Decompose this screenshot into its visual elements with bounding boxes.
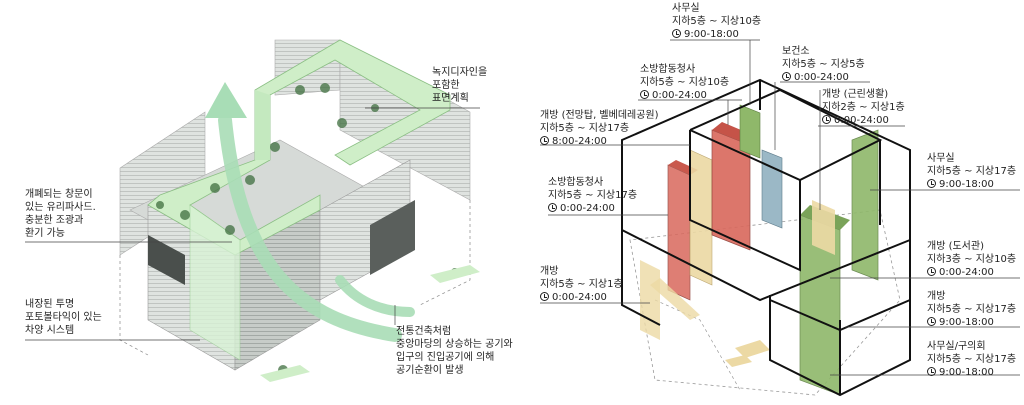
clock-icon	[548, 203, 557, 212]
label-air-circulation: 전통건축처럼 중앙마당의 상승하는 공기와 입구의 진입공기에 의해 공기순환이…	[396, 326, 513, 376]
clock-icon	[927, 267, 936, 276]
clock-icon	[822, 115, 831, 124]
clock-icon	[640, 90, 649, 99]
left-leader-lines	[25, 107, 480, 341]
program-volumes	[640, 104, 879, 396]
air-flow-arrowhead	[205, 82, 247, 118]
label-glass-facade: 개폐되는 창문이 있는 유리파사드. 충분한 조광과 환기 가능	[25, 189, 96, 239]
clock-icon	[927, 179, 936, 188]
label-pv-shading: 내장된 투명 포토볼타익이 있는 차양 시스템	[25, 299, 102, 336]
label-open-left: 개방 지하5층 ~ 지상1층 0:00-24:00	[540, 266, 623, 303]
glass-facade-upper	[255, 90, 270, 160]
clock-icon	[927, 367, 936, 376]
label-fire-police-top: 소방합동청사 지하5층 ~ 지상10층 0:00-24:00	[640, 64, 730, 101]
label-open-community: 개방 (근린생활) 지하2층 ~ 지상1층 0:00-24:00	[822, 89, 905, 126]
label-open-right: 개방 지하5층 ~ 지상17층 9:00-18:00	[927, 291, 1017, 328]
air-flow-arrow	[218, 113, 402, 342]
right-leader-lines	[540, 39, 1020, 376]
right-shadow	[370, 200, 415, 275]
clock-icon	[540, 136, 549, 145]
clock-icon	[672, 29, 681, 38]
label-office-council: 사무실/구의회 지하5층 ~ 지상17층 9:00-18:00	[927, 341, 1017, 378]
left-building-illustration	[119, 39, 480, 382]
label-health-center: 보건소 지하5층 ~ 지상5층 0:00-24:00	[782, 46, 865, 83]
building-wireframe	[621, 78, 911, 397]
label-green-roof: 녹지디자인을 포함한 표면계획	[432, 67, 488, 104]
opening-shadow	[148, 235, 185, 285]
right-building-illustration	[621, 78, 911, 397]
label-open-tower: 개방 (전망탑, 벨베데레공원) 지하5층 ~ 지상17층 8:00-24:00	[540, 110, 659, 147]
label-office-top: 사무실 지하5층 ~ 지상10층 9:00-18:00	[672, 3, 762, 40]
label-office-right: 사무실 지하5층 ~ 지상17층 9:00-18:00	[927, 153, 1017, 190]
label-open-library: 개방 (도서관) 지하3층 ~ 지상10층 0:00-24:00	[927, 241, 1017, 278]
label-fire-police-mid: 소방합동청사 지하5층 ~ 지상17층 0:00-24:00	[548, 177, 638, 214]
glass-facade-panel	[189, 204, 241, 361]
clock-icon	[782, 72, 791, 81]
clock-icon	[927, 317, 936, 326]
ground-footprint	[629, 209, 901, 396]
clock-icon	[540, 292, 549, 301]
